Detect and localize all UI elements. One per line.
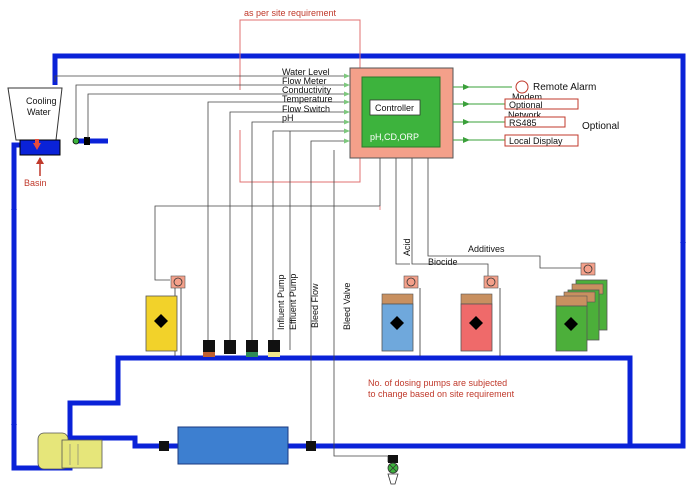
bleed-valve-label: Bleed Valve	[342, 283, 352, 330]
dosing-signal-lines	[154, 158, 582, 281]
flow-arrow-right	[680, 238, 686, 243]
sensor-input-lines	[54, 75, 344, 344]
tank-yellow	[145, 295, 178, 352]
bleed-lines	[289, 131, 389, 462]
flow-arrow-return	[11, 420, 17, 425]
network-box	[504, 116, 566, 128]
controller-label: Controller	[375, 103, 414, 113]
bleed-valve-icon	[387, 455, 399, 485]
pump-head-biocide	[483, 275, 501, 356]
modem-box-label: Optional	[509, 100, 543, 110]
flow-arrow-left	[11, 209, 17, 214]
controller-outputs	[453, 86, 512, 141]
modem-label: Modem	[512, 92, 542, 102]
additives-label: Additives	[468, 244, 505, 254]
basin-label: Basin	[24, 178, 47, 188]
cooling-tower-label-1: Cooling	[26, 96, 57, 106]
basin-arrow-icon	[33, 139, 41, 150]
pump-head-additives	[580, 262, 596, 276]
note-line-1: No. of dosing pumps are subjected	[368, 378, 507, 388]
flow-meter-icon	[72, 137, 80, 145]
input-ph: pH	[282, 113, 294, 123]
filter	[159, 426, 316, 465]
effluent-pump-label: Effluent Pump	[288, 274, 298, 330]
tank-biocide	[460, 293, 493, 352]
remote-alarm-icon	[515, 80, 529, 94]
basin-tank	[19, 139, 61, 156]
input-water-level: Water Level	[282, 67, 330, 77]
pipe-network	[11, 53, 686, 471]
remote-alarm-label: Remote Alarm	[533, 82, 596, 93]
local-display-label: Local Display	[509, 136, 563, 146]
pipe-sensors	[203, 340, 280, 357]
pump-head-acid	[403, 275, 421, 356]
input-temperature: Temperature	[282, 94, 333, 104]
input-conductivity: Conductivity	[282, 85, 332, 95]
network-box-label: RS485	[509, 118, 537, 128]
note-line-2: to change based on site requirement	[368, 389, 515, 399]
circulation-pump	[37, 432, 103, 470]
bleed-flow-label: Bleed Flow	[310, 283, 320, 328]
cooling-tower: Cooling Water Basin	[7, 87, 90, 188]
network-label: Network	[508, 110, 542, 120]
network-optional-label: Optional	[582, 121, 619, 132]
site-requirement-label: as per site requirement	[244, 8, 337, 18]
input-flow-switch: Flow Switch	[282, 104, 330, 114]
input-flow-meter: Flow Meter	[282, 76, 327, 86]
flow-switch-icon	[84, 137, 90, 145]
basin-pointer-icon	[36, 157, 44, 164]
influent-pump-label: Influent Pump	[276, 274, 286, 330]
controller-label-box	[369, 99, 421, 116]
tank-acid	[381, 293, 414, 352]
acid-label: Acid	[402, 238, 412, 256]
modem-box	[504, 98, 579, 110]
tank-additives	[555, 279, 608, 352]
sensor-readout: pH,CD,ORP	[370, 132, 419, 142]
local-display-box	[504, 134, 579, 147]
controller: Controller pH,CD,ORP	[349, 67, 454, 159]
biocide-label: Biocide	[428, 257, 458, 267]
cooling-tower-label-2: Water	[27, 107, 51, 117]
